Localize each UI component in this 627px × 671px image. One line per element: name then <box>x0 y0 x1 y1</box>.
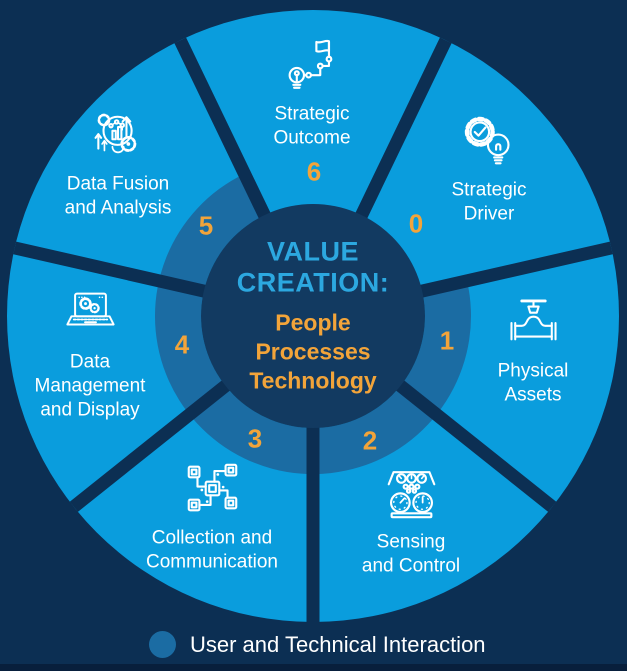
segment-number-4: 4 <box>174 329 190 360</box>
segment-number-0: 0 <box>408 208 424 239</box>
segment-number-2: 2 <box>362 425 378 456</box>
center-circle <box>201 204 425 428</box>
center-hub-text: VALUE CREATION: People Processes Technol… <box>193 237 433 396</box>
legend-circle-marker <box>149 631 176 658</box>
segment-number-1: 1 <box>439 325 455 356</box>
interaction-ring <box>154 173 471 475</box>
segment-number-5: 5 <box>198 210 214 241</box>
segment-number-6: 6 <box>306 156 322 187</box>
center-subheading: People Processes Technology <box>249 309 377 394</box>
legend-label: User and Technical Interaction <box>190 631 486 657</box>
center-heading: VALUE CREATION: <box>236 236 390 298</box>
legend: User and Technical Interaction <box>149 631 486 658</box>
segment-number-3: 3 <box>247 423 263 454</box>
footer-strip <box>0 664 627 671</box>
